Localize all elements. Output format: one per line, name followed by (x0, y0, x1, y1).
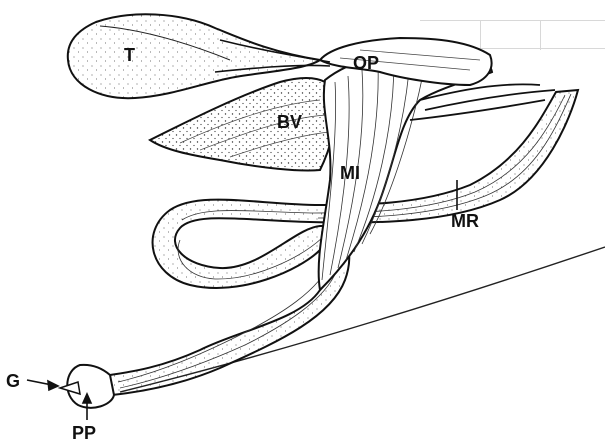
label-t: T (124, 46, 135, 64)
label-mi: MI (340, 164, 360, 182)
label-g: G (6, 372, 20, 390)
label-pp: PP (72, 424, 96, 442)
label-bv: BV (277, 113, 302, 131)
label-mr: MR (451, 212, 479, 230)
label-op: OP (353, 54, 379, 72)
